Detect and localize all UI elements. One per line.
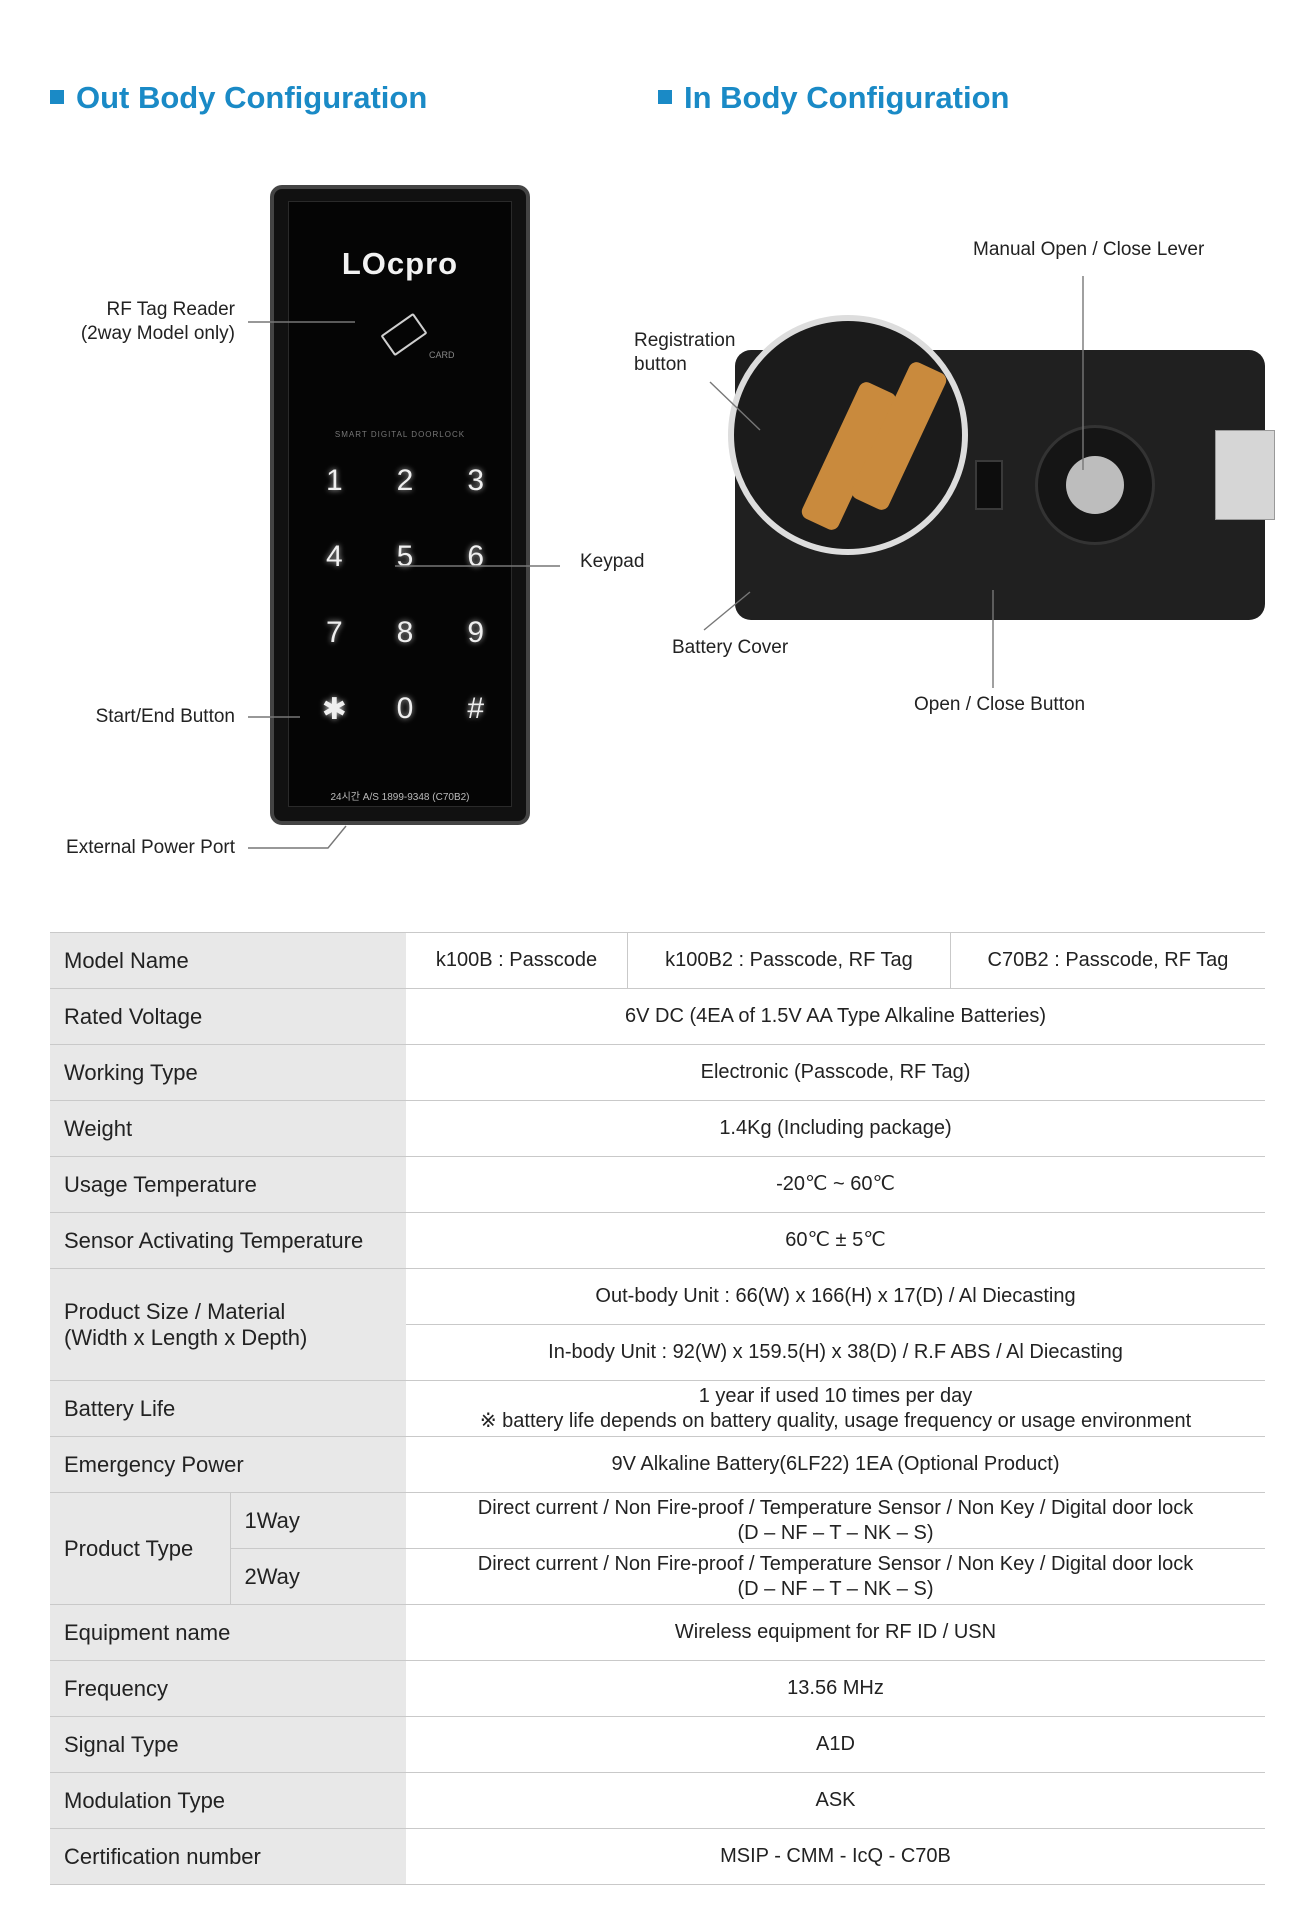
key-7: 7 xyxy=(325,616,343,649)
latch-bolt xyxy=(1215,430,1275,520)
table-row: Usage Temperature-20℃ ~ 60℃ xyxy=(50,1156,1265,1213)
row-label: Product Type xyxy=(50,1492,231,1605)
key-6: 6 xyxy=(467,540,484,573)
model-cell: C70B2 : Passcode, RF Tag xyxy=(949,932,1265,989)
table-row: Product Type 1Way Direct current / Non F… xyxy=(50,1492,1265,1605)
battery-zoom-circle xyxy=(728,315,968,555)
square-bullet-icon xyxy=(50,90,64,104)
row-label: Product Size / Material(Width x Length x… xyxy=(50,1268,406,1381)
rf-tag-reader-label: RF Tag Reader(2way Model only) xyxy=(80,299,235,344)
key-2: 2 xyxy=(396,464,414,497)
service-number: 24시간 A/S 1899-9348 (C70B2) xyxy=(330,792,470,803)
start-end-button-label: Start/End Button xyxy=(95,706,235,727)
out-body-device: LOcpro CARD SMART DIGITAL DOORLOCK 1 2 3… xyxy=(270,185,530,825)
manual-lever-dial xyxy=(1035,425,1155,545)
key-1: 1 xyxy=(325,464,343,497)
out-body-heading: Out Body Configuration xyxy=(50,80,427,116)
key-hash: # xyxy=(467,692,484,725)
keypad-label: Keypad xyxy=(580,551,645,572)
key-4: 4 xyxy=(325,540,343,573)
in-body-heading: In Body Configuration xyxy=(658,80,1009,116)
table-row: 2Way Direct current / Non Fire-proof / T… xyxy=(50,1548,1265,1605)
brand-logo: LOcpro xyxy=(341,246,459,281)
keypad: 1 2 3 4 5 6 7 8 9 ✱ 0 # xyxy=(299,464,511,732)
card-label: CARD xyxy=(429,350,455,360)
square-bullet-icon xyxy=(658,90,672,104)
device-screen: LOcpro CARD SMART DIGITAL DOORLOCK 1 2 3… xyxy=(288,201,512,807)
table-row: Battery Life 1 year if used 10 times per… xyxy=(50,1380,1265,1437)
lever-knob xyxy=(1066,456,1124,514)
external-power-port-label: External Power Port xyxy=(66,837,235,858)
key-9: 9 xyxy=(467,616,484,649)
table-row: Model Name k100B : Passcode k100B2 : Pas… xyxy=(50,932,1265,989)
model-cell: k100B : Passcode xyxy=(406,932,628,989)
key-0: 0 xyxy=(396,692,414,725)
key-5: 5 xyxy=(396,540,414,573)
callout-lines xyxy=(248,276,1084,849)
spec-table: Model Name k100B : Passcode k100B2 : Pas… xyxy=(50,932,1265,1885)
battery-cover-label: Battery Cover xyxy=(672,637,789,658)
open-close-button-shape xyxy=(975,460,1003,510)
manual-lever-label: Manual Open / Close Lever xyxy=(973,239,1205,260)
key-8: 8 xyxy=(396,616,414,649)
key-star: ✱ xyxy=(321,693,347,726)
device-tagline: SMART DIGITAL DOORLOCK xyxy=(334,430,466,439)
table-row: In-body Unit : 92(W) x 159.5(H) x 38(D) … xyxy=(50,1324,1265,1381)
table-row: Product Size / Material(Width x Length x… xyxy=(50,1268,1265,1381)
model-cell: k100B2 : Passcode, RF Tag xyxy=(627,932,951,989)
key-3: 3 xyxy=(467,464,484,497)
open-close-button-label: Open / Close Button xyxy=(914,694,1086,715)
row-label: Model Name xyxy=(50,932,406,989)
